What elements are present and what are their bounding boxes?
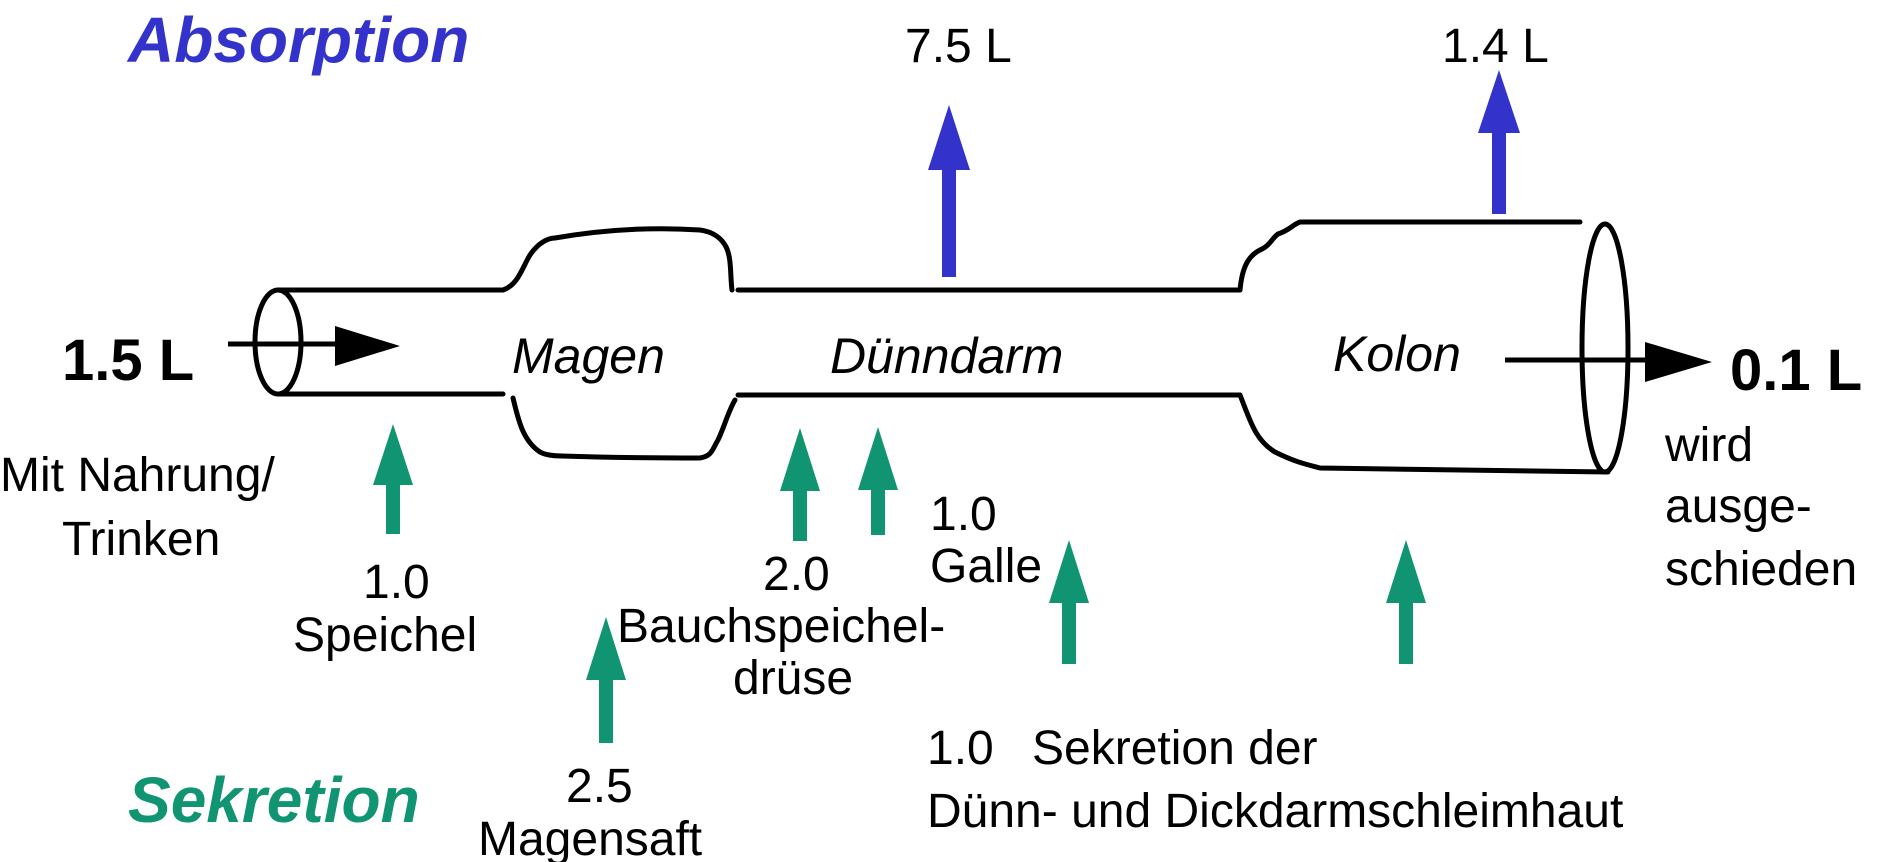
bile-label: Galle — [930, 540, 1042, 593]
absorption-arrow-colon — [1478, 70, 1520, 214]
gastric-juice-amount: 2.5 — [566, 760, 633, 813]
stomach-top-wall — [500, 226, 735, 293]
absorption-heading: Absorption — [126, 4, 469, 76]
secretion-arrows — [373, 424, 1426, 743]
output-label-line2: ausge- — [1665, 480, 1812, 533]
output-label-line3: schieden — [1665, 543, 1857, 596]
organ-label-stomach: Magen — [512, 328, 665, 384]
pancreas-label-line1: Bauchspeichel- — [617, 600, 945, 653]
output-label-line1: wird — [1664, 419, 1753, 472]
secretion-arrow-pancreas — [780, 428, 820, 541]
secretion-arrow-colon-mucosa — [1386, 540, 1426, 664]
stomach-bottom-wall — [510, 395, 738, 461]
secretion-arrow-bile — [858, 427, 898, 535]
pancreas-amount: 2.0 — [763, 548, 830, 601]
organ-label-small-intestine: Dünndarm — [830, 328, 1063, 384]
secretion-arrow-saliva — [373, 424, 413, 534]
colon-bottom-wall — [1237, 392, 1611, 475]
saliva-label: Speichel — [293, 609, 477, 662]
absorption-arrow-small-intestine — [928, 105, 970, 277]
absorption-arrows — [928, 70, 1520, 277]
colon-top-wall — [1237, 219, 1583, 293]
output-flow-arrowhead — [1645, 342, 1712, 382]
gastric-juice-label: Magensaft — [478, 813, 702, 862]
intake-flow-arrowhead — [335, 326, 400, 366]
mucosa-amount: 1.0 — [927, 722, 994, 775]
digestive-tract-outline — [252, 219, 1631, 475]
secretion-arrow-gastric-juice — [586, 617, 626, 743]
flow-arrows — [228, 326, 1712, 382]
secretion-heading: Sekretion — [128, 764, 420, 836]
absorption-amount-colon: 1.4 L — [1442, 20, 1549, 73]
pancreas-label-line2: drüse — [733, 652, 853, 705]
secretion-arrow-small-intestine-mucosa — [1049, 540, 1089, 664]
output-amount: 0.1 L — [1730, 338, 1862, 403]
saliva-amount: 1.0 — [363, 556, 430, 609]
colon-exit-opening — [1579, 221, 1631, 475]
organ-label-colon: Kolon — [1333, 326, 1461, 382]
mucosa-label-line1: Sekretion der — [1032, 722, 1318, 775]
intake-label-line2: Trinken — [62, 513, 220, 566]
intake-amount: 1.5 L — [62, 328, 194, 393]
absorption-amount-small-intestine: 7.5 L — [905, 20, 1012, 73]
bile-amount: 1.0 — [930, 488, 997, 541]
mucosa-label-line2: Dünn- und Dickdarmschleimhaut — [927, 785, 1623, 838]
intake-label-line1: Mit Nahrung/ — [0, 449, 275, 502]
